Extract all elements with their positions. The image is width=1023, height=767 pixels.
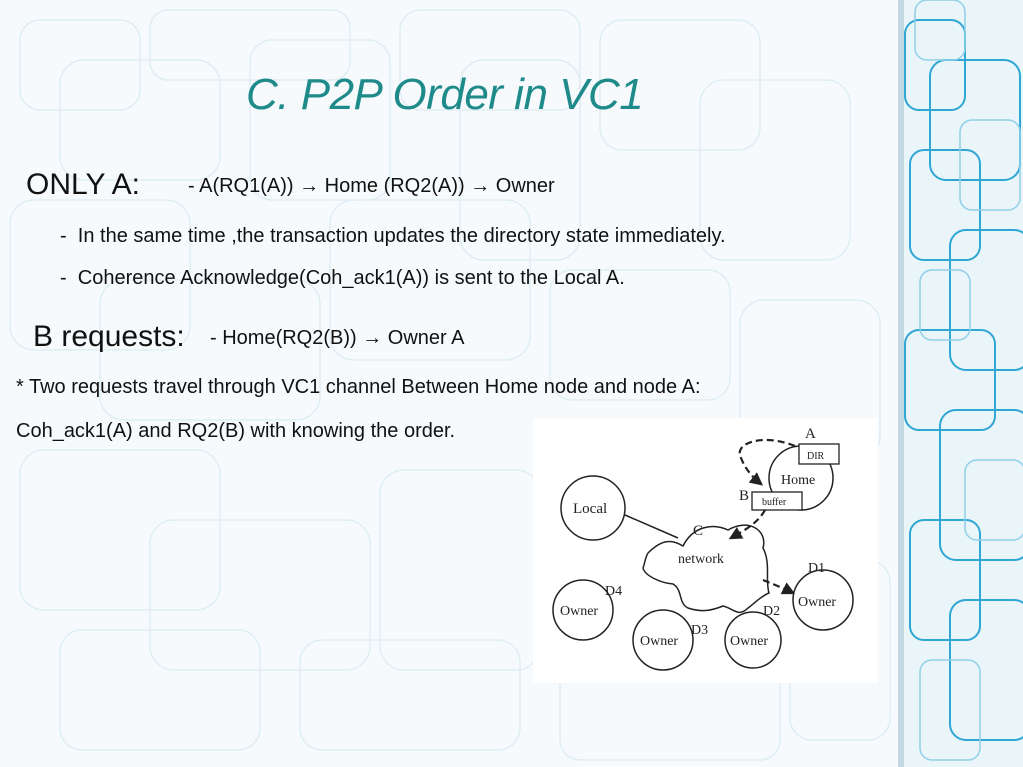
slide-title: C. P2P Order in VC1 xyxy=(246,70,644,119)
owner-d2-node xyxy=(724,611,782,669)
note-line-1: * Two requests travel through VC1 channe… xyxy=(16,376,701,398)
network-to-owner-arrow xyxy=(762,578,796,595)
label-home: Home xyxy=(781,473,815,488)
owner-d1-label: Owner xyxy=(798,595,836,610)
bullet-2: - Coherence Acknowledge(Coh_ack1(A)) is … xyxy=(60,267,625,290)
owner-d3-node xyxy=(632,609,694,671)
label-d2: D2 xyxy=(763,604,780,619)
label-buffer: buffer xyxy=(762,497,787,508)
label-local: Local xyxy=(573,501,607,517)
bullet-marker: - xyxy=(60,225,67,247)
bullet-1-text: In the same time ,the transaction update… xyxy=(77,225,726,247)
bullet-1: - In the same time ,the transaction upda… xyxy=(60,225,726,248)
label-dir: DIR xyxy=(807,451,825,462)
b-requests-label: B requests: xyxy=(33,320,185,353)
owner-d3-label: Owner xyxy=(640,634,678,649)
label-network: network xyxy=(678,552,724,567)
label-d4: D4 xyxy=(605,584,622,599)
bullet-2-text: Coherence Acknowledge(Coh_ack1(A)) is se… xyxy=(77,267,625,289)
note-line-2: Coh_ack1(A) and RQ2(B) with knowing the … xyxy=(16,420,456,442)
buffer-to-network-arrow xyxy=(728,509,766,540)
owner-d4-node xyxy=(552,579,614,641)
owner-d2-label: Owner xyxy=(730,634,768,649)
label-b: B xyxy=(739,488,749,504)
label-d1: D1 xyxy=(808,561,825,576)
local-node xyxy=(560,475,626,541)
owner-d1-node xyxy=(792,569,854,631)
owner-d4-label: Owner xyxy=(560,604,598,619)
only-a-label: ONLY A: xyxy=(26,168,140,201)
bullet-marker: - xyxy=(60,267,67,289)
only-a-flow: - A(RQ1(A)) → Home (RQ2(A)) → Owner xyxy=(188,175,555,197)
buffer-box xyxy=(751,491,803,511)
label-a: A xyxy=(805,426,816,442)
b-requests-flow: - Home(RQ2(B)) → Owner A xyxy=(210,327,465,349)
local-network-link xyxy=(624,514,679,539)
dir-box xyxy=(798,443,840,465)
label-d3: D3 xyxy=(691,623,708,638)
network-cloud xyxy=(642,524,770,614)
network-diagram: C network Local Home A DIR B buffer Owne… xyxy=(533,418,878,683)
label-c: C xyxy=(693,523,703,539)
dir-to-buffer-arrow xyxy=(738,438,796,486)
